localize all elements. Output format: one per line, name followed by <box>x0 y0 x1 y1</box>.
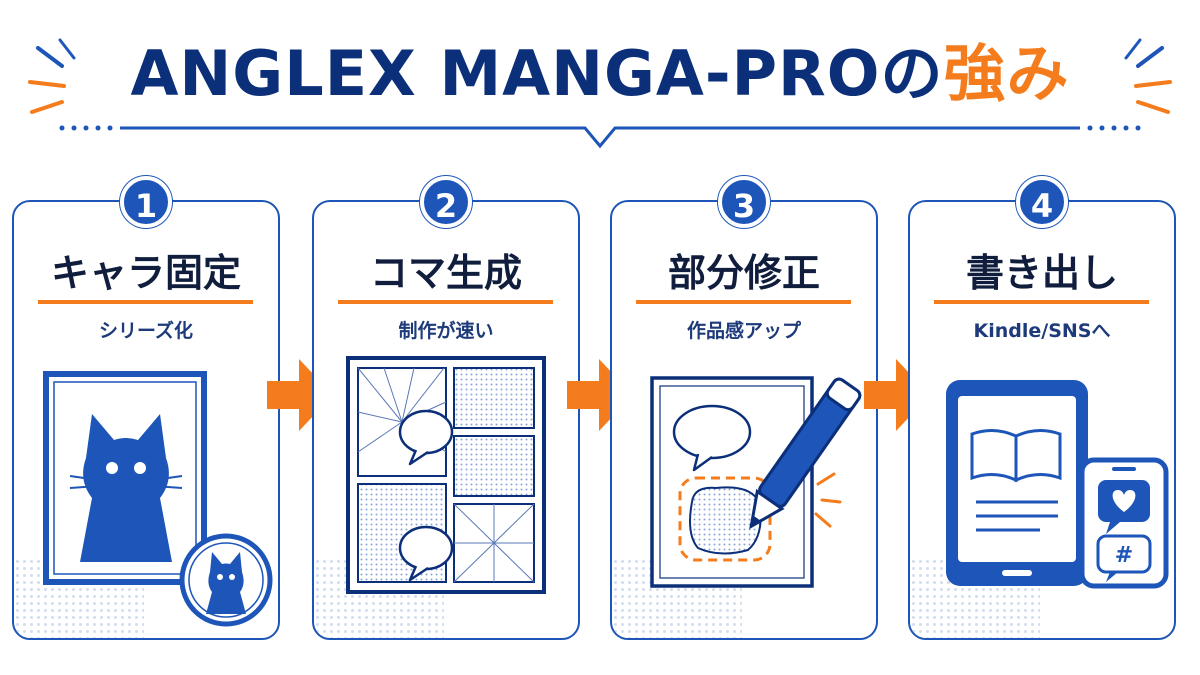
cat-portrait-frame-icon <box>43 371 273 627</box>
title-decoration <box>28 38 1172 149</box>
title-main: ANGLEX MANGA-PRO <box>130 37 881 110</box>
step-number-badge-2: 2 <box>420 176 472 228</box>
step-subtitle: Kindle/SNSへ <box>973 320 1111 342</box>
devices-illustration: # <box>946 380 1169 589</box>
heart-icon <box>1098 480 1150 534</box>
selection-box-icon <box>678 476 772 562</box>
header: ANGLEX MANGA-PROの強み <box>0 0 1200 160</box>
right-arrow-icon <box>267 359 333 431</box>
manga-page-edit-icon <box>650 376 862 588</box>
pencil-icon <box>749 377 862 530</box>
hashtag-glyph: # <box>1115 543 1133 568</box>
manga-page-panels-icon <box>346 356 546 594</box>
speech-bubble-icon <box>398 409 454 582</box>
step-subtitle: 制作が速い <box>398 320 494 342</box>
title-particle: の <box>880 37 944 110</box>
step-title: キャラ固定 <box>50 251 241 295</box>
right-arrow-icon <box>864 359 930 431</box>
cat-avatar-circle-icon <box>179 533 273 627</box>
smartphone-social-icon: # <box>1079 457 1169 589</box>
step-title: 書き出し <box>965 251 1118 295</box>
step-number-badge-3: 3 <box>718 176 770 228</box>
title-underline <box>636 300 851 304</box>
step-card-4: 書き出し Kindle/SNSへ <box>908 200 1176 640</box>
step-title: コマ生成 <box>369 251 522 295</box>
title-underline <box>38 300 253 304</box>
hashtag-icon: # <box>1096 534 1152 582</box>
step-card-1: キャラ固定 シリーズ化 <box>12 200 280 640</box>
title-underline <box>338 300 553 304</box>
step-subtitle: 作品感アップ <box>686 320 801 342</box>
page-title: ANGLEX MANGA-PROの強み <box>0 38 1200 110</box>
right-arrow-icon <box>567 359 633 431</box>
step-title: 部分修正 <box>667 251 820 295</box>
title-accent: 強み <box>943 37 1070 110</box>
step-card-3: 部分修正 作品感アップ <box>610 200 878 640</box>
step-subtitle: シリーズ化 <box>98 320 194 342</box>
step-card-2: コマ生成 制作が速い <box>312 200 580 640</box>
title-underline <box>934 300 1149 304</box>
tablet-book-icon <box>946 380 1088 586</box>
step-number-badge-4: 4 <box>1016 176 1068 228</box>
step-number-badge-1: 1 <box>120 176 172 228</box>
